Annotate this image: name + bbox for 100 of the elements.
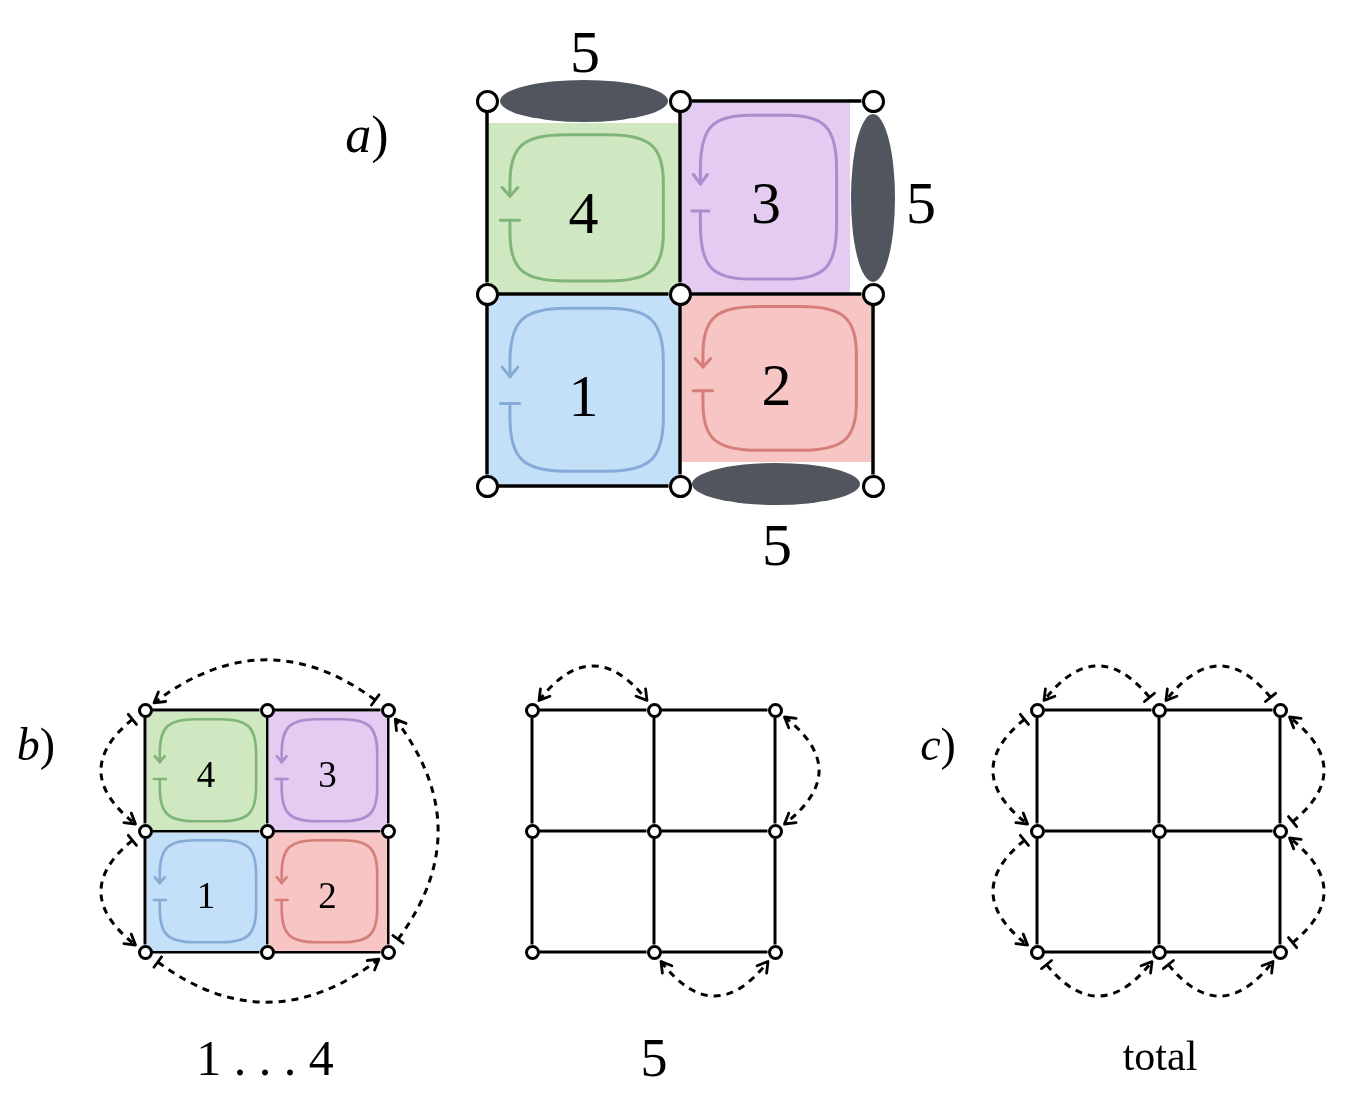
curved-arrow xyxy=(152,658,381,707)
curved-arrow xyxy=(1040,958,1154,998)
plaquette-number: 4 xyxy=(196,755,216,793)
plaquette-number: 2 xyxy=(318,876,337,914)
plaquette-tile xyxy=(488,123,679,293)
lattice-line xyxy=(539,829,647,833)
lattice-line xyxy=(485,305,489,475)
lattice-line xyxy=(539,950,647,954)
vertex-circle xyxy=(861,282,885,306)
double-headed-arrow xyxy=(783,715,821,826)
vertex-circle xyxy=(1029,944,1045,960)
lattice-line xyxy=(1166,829,1273,833)
lattice-line xyxy=(1157,717,1161,824)
vertex-circle xyxy=(1272,823,1288,839)
vertex-circle xyxy=(646,944,662,960)
lattice-line xyxy=(143,717,147,824)
curved-arrow xyxy=(1162,958,1275,998)
vertex-circle xyxy=(1272,702,1288,718)
lattice-line xyxy=(274,829,381,833)
curved-arrow xyxy=(391,717,440,945)
lattice-line xyxy=(661,708,768,712)
lattice-line xyxy=(652,717,656,824)
curved-arrow xyxy=(1164,664,1277,704)
panel-letter: a) xyxy=(345,109,389,161)
vertex-circle xyxy=(475,89,499,113)
lattice-line xyxy=(773,717,777,824)
lattice-line xyxy=(274,708,381,712)
lattice-line xyxy=(661,829,768,833)
double-headed-arrow xyxy=(537,664,649,702)
lattice-line xyxy=(386,717,390,824)
number-label: 5 xyxy=(762,515,792,575)
lattice-line xyxy=(678,305,682,475)
vertex-circle xyxy=(767,944,783,960)
vertex-circle xyxy=(475,474,499,498)
panel-letter: c) xyxy=(920,722,956,768)
vertex-circle xyxy=(1029,702,1045,718)
lattice-line xyxy=(691,99,862,103)
lattice-line xyxy=(691,292,862,296)
curved-arrow xyxy=(991,834,1031,947)
lattice-line xyxy=(485,112,489,283)
double-headed-arrow xyxy=(659,960,770,998)
vertex-circle xyxy=(668,89,692,113)
plaquette-number: 3 xyxy=(750,172,781,233)
vertex-circle xyxy=(1029,823,1045,839)
plaquette-number: 1 xyxy=(196,876,216,914)
lattice-line xyxy=(386,838,390,945)
curved-arrow xyxy=(1286,715,1326,828)
vertex-circle xyxy=(524,823,540,839)
vertex-circle xyxy=(524,702,540,718)
lattice-line xyxy=(871,305,875,475)
lattice-line xyxy=(1044,708,1152,712)
plaquette-tile xyxy=(681,295,872,462)
plaquette-tile xyxy=(681,102,850,293)
plaquette-tile xyxy=(488,295,679,485)
number-label: 5 xyxy=(570,22,600,82)
curved-arrow xyxy=(1286,836,1326,949)
lattice-line xyxy=(152,708,260,712)
lattice-line xyxy=(1166,708,1273,712)
curved-arrow xyxy=(152,955,381,1004)
lattice-line xyxy=(530,838,534,945)
vertex-circle xyxy=(137,944,153,960)
vertex-circle xyxy=(861,89,885,113)
lattice-line xyxy=(652,838,656,945)
vertex-circle xyxy=(1151,702,1167,718)
lattice-line xyxy=(1278,838,1282,945)
number-label: 5 xyxy=(906,173,936,233)
lattice-line xyxy=(678,112,682,283)
curved-arrow xyxy=(991,713,1031,826)
lattice-line xyxy=(773,838,777,945)
lattice-line xyxy=(498,484,669,488)
lattice-line xyxy=(152,950,260,954)
vertex-circle xyxy=(861,474,885,498)
plaquette-number: 1 xyxy=(568,365,599,426)
lattice-line xyxy=(274,950,381,954)
curved-arrow xyxy=(99,713,139,826)
lattice-line xyxy=(539,708,647,712)
plaquette-number: 4 xyxy=(568,183,599,244)
lattice-line xyxy=(1278,717,1282,824)
lattice-line xyxy=(530,717,534,824)
vertex-circle xyxy=(646,823,662,839)
panel-letter: b) xyxy=(16,722,56,768)
vertex-circle xyxy=(1151,944,1167,960)
lattice-line xyxy=(265,838,269,945)
curved-arrow xyxy=(99,834,139,947)
panel-caption: total xyxy=(1122,1035,1198,1077)
lattice-line xyxy=(498,292,669,296)
lattice-line xyxy=(152,829,260,833)
lattice-line xyxy=(1035,838,1039,945)
vertex-circle xyxy=(524,944,540,960)
plaquette-number: 3 xyxy=(318,755,337,793)
plaquette-number: 2 xyxy=(761,354,792,415)
vertex-circle xyxy=(767,823,783,839)
vertex-circle xyxy=(767,702,783,718)
vertex-circle xyxy=(1151,823,1167,839)
lattice-line xyxy=(143,838,147,945)
panel-caption: 5 xyxy=(640,1031,668,1085)
vertex-circle xyxy=(475,282,499,306)
vertex-circle xyxy=(646,702,662,718)
lattice-line xyxy=(1044,950,1152,954)
vertex-circle xyxy=(380,702,396,718)
